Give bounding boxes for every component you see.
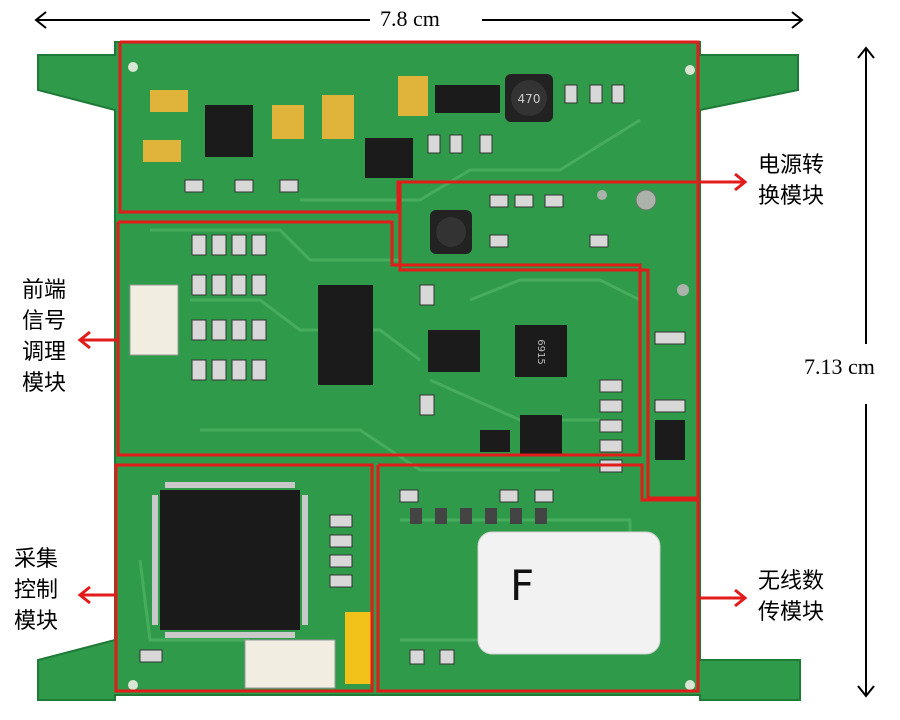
frontend-module-label-line4: 模块: [22, 371, 67, 396]
height-label: 7.13 cm: [804, 354, 875, 379]
frontend-module-label-line1: 前端: [22, 278, 67, 303]
chip-marking: 6915: [535, 339, 546, 364]
frontend-module-label-line2: 信号: [22, 309, 67, 334]
width-dimension-arrow: [34, 11, 804, 29]
frontend-module-outline: [116, 220, 642, 457]
acquisition-module-outline: [114, 463, 374, 693]
power-module-label-line1: 电源转: [758, 153, 825, 178]
wireless-module-label-line2: 传模块: [758, 600, 825, 625]
inductor-marking: 470: [518, 92, 541, 106]
acquisition-module-label-line3: 模块: [14, 609, 59, 634]
power-module-label-line2: 换模块: [758, 184, 825, 209]
frontend-module-label-line3: 调理: [22, 340, 67, 365]
height-dimension-arrow: [857, 46, 875, 698]
frontend-module-label: 前端 信号 调理 模块: [22, 275, 66, 399]
power-module-outline: [118, 40, 700, 214]
wireless-module-outline: [376, 463, 700, 693]
acquisition-module-label-line2: 控制: [14, 578, 59, 603]
acquisition-module-label-line1: 采集: [14, 547, 59, 572]
power-extension-outline: [398, 180, 700, 500]
wireless-module-label-line1: 无线数: [758, 569, 825, 594]
wireless-module-label: 无线数 传模块: [758, 566, 824, 628]
sticker-text: F: [510, 561, 534, 610]
width-label: 7.8 cm: [380, 6, 440, 31]
acquisition-module-label: 采集 控制 模块: [14, 544, 58, 637]
power-module-label: 电源转 换模块: [758, 150, 824, 212]
